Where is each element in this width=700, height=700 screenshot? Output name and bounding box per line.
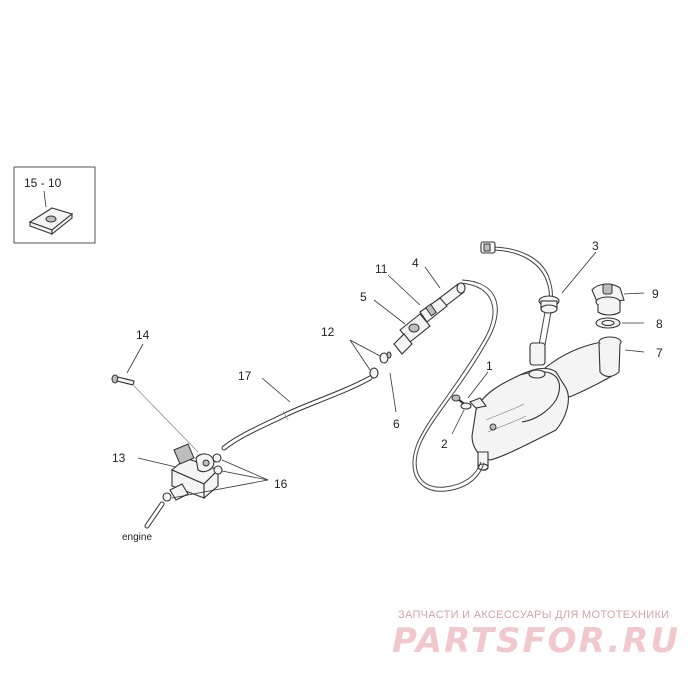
inset-detail: 15 - 10 [13, 166, 96, 244]
engine-label: engine [122, 532, 152, 543]
callout-5: 5 [360, 290, 367, 304]
hose-clamp-16a [212, 453, 223, 475]
cap-gasket [595, 317, 621, 329]
engine-hose-stub [144, 501, 165, 529]
coolant-reservoir [469, 336, 622, 471]
watermark: ЗАПЧАСТИ И АКСЕССУАРЫ ДЛЯ МОТОТЕХНИКИ PA… [392, 609, 680, 661]
watermark-logo: PARTSFOR.RU [392, 621, 680, 661]
hose-clamp-16b [162, 492, 172, 502]
callout-2: 2 [441, 437, 448, 451]
callout-labels: 1 2 3 4 5 6 7 8 9 11 12 13 14 16 17 engi… [112, 239, 663, 543]
callout-11: 11 [375, 262, 388, 276]
callout-8: 8 [656, 317, 663, 331]
pump-assembly [393, 282, 466, 355]
callout-9: 9 [652, 287, 659, 301]
inset-label: 15 - 10 [24, 176, 62, 190]
callout-16: 16 [274, 477, 288, 491]
speed-nut-clip [28, 207, 74, 236]
level-sensor-wire [480, 241, 560, 366]
callout-14: 14 [136, 328, 150, 342]
callout-3: 3 [592, 239, 599, 253]
coolant-hose [221, 375, 373, 451]
hose-clamp-12a [379, 351, 392, 364]
callout-12: 12 [321, 325, 335, 339]
leader-lines [126, 251, 645, 499]
mounting-bolt [111, 374, 135, 386]
reservoir-cap [591, 283, 625, 316]
callout-4: 4 [412, 256, 419, 270]
valve-bracket [169, 443, 219, 501]
hose-clamp-12b [369, 367, 379, 379]
callout-13: 13 [112, 451, 126, 465]
callout-1: 1 [486, 359, 493, 373]
tank-screw [451, 394, 472, 410]
overflow-hose-loop [412, 279, 498, 492]
callout-17: 17 [238, 369, 252, 383]
callout-6: 6 [393, 417, 400, 431]
callout-7: 7 [656, 346, 663, 360]
watermark-tagline: ЗАПЧАСТИ И АКСЕССУАРЫ ДЛЯ МОТОТЕХНИКИ [398, 609, 669, 621]
